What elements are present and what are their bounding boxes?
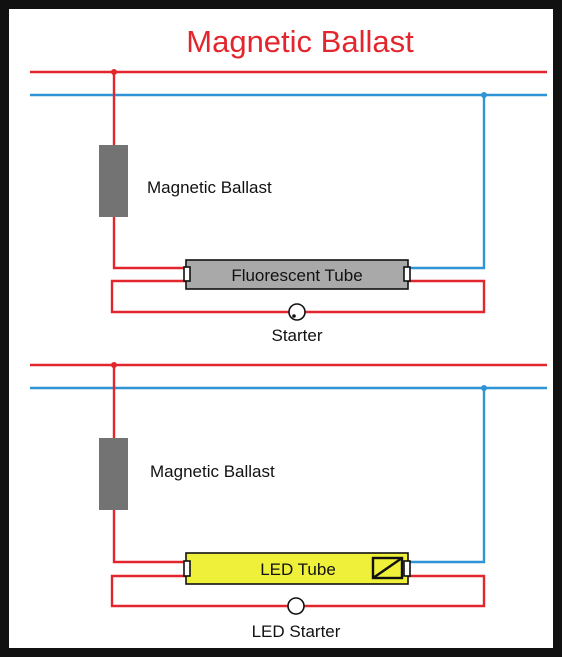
- led-tube: [185, 552, 409, 585]
- bottom-live-feed-wire: [112, 365, 186, 564]
- bottom-ballast: [99, 438, 128, 510]
- top-neutral-feed-wire: [408, 95, 486, 270]
- fluorescent-tube: [185, 259, 409, 290]
- bottom-ballast-label: Magnetic Ballast: [150, 462, 275, 481]
- top-circuit: Magnetic Ballast Fluorescent Tube Starte…: [30, 69, 547, 345]
- top-tube-left-pin: [183, 266, 191, 282]
- top-ballast: [99, 145, 128, 217]
- top-ballast-label: Magnetic Ballast: [147, 178, 272, 197]
- led-starter-symbol: [287, 597, 305, 615]
- bottom-neutral-feed-wire: [408, 388, 486, 564]
- fluorescent-tube-label: Fluorescent Tube: [231, 266, 362, 285]
- diagram-title: Magnetic Ballast: [186, 24, 414, 59]
- bottom-tube-right-pin: [403, 560, 411, 577]
- starter-label: Starter: [271, 326, 322, 345]
- bottom-tube-left-pin: [183, 560, 191, 577]
- top-tube-right-pin: [403, 266, 411, 282]
- led-starter-label: LED Starter: [252, 622, 341, 641]
- led-tube-label: LED Tube: [260, 560, 336, 579]
- top-live-feed-wire: [112, 72, 186, 270]
- starter-symbol: [288, 303, 306, 321]
- bottom-circuit: Magnetic Ballast LED Tube LED Starter: [30, 362, 547, 641]
- starter-contact-dot: [292, 314, 296, 318]
- led-driver-icon: [371, 556, 404, 580]
